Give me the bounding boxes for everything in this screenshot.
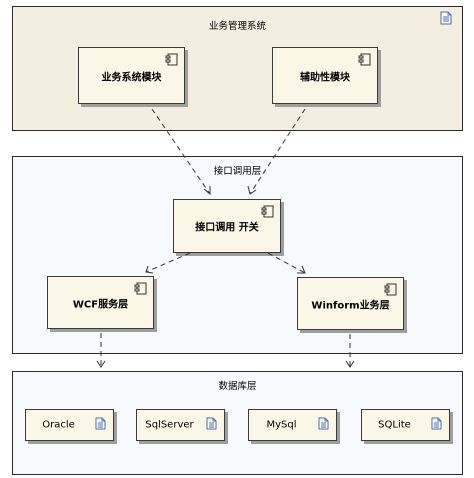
package-title: 接口调用层 [213,166,262,177]
document-icon [431,417,442,433]
component-icon [384,283,397,299]
arrowhead [96,360,106,368]
package-title: 业务管理系统 [208,21,266,32]
component-icon [165,53,178,69]
component-label: 辅助性模块 [300,72,350,83]
document-icon [206,417,217,433]
interface-switch-component[interactable]: 接口调用 开关 [173,199,281,253]
business-module-component[interactable]: 业务系统模块 [78,47,185,104]
document-icon [440,11,452,28]
database-mysql[interactable]: MySql [248,409,337,441]
component-label: 业务系统模块 [101,72,162,83]
wcf-service-component[interactable]: WCF服务层 [47,276,154,329]
component-label: Winform业务层 [311,300,390,311]
component-icon [261,205,274,221]
arrowhead [345,360,355,368]
aux-module-component[interactable]: 辅助性模块 [272,47,378,104]
database-sqlite[interactable]: SQLite [361,409,450,441]
document-icon [318,417,329,433]
database-sqlserver[interactable]: SqlServer [136,409,225,441]
component-icon [358,53,371,69]
document-icon [95,417,106,433]
database-label: MySql [266,419,297,431]
component-label: WCF服务层 [72,299,129,310]
database-label: SQLite [378,419,411,431]
component-label: 接口调用 开关 [195,222,259,234]
database-oracle[interactable]: Oracle [25,409,114,441]
database-label: Oracle [42,419,75,431]
database-label: SqlServer [145,419,194,431]
component-icon [134,282,147,298]
package-title: 数据库层 [218,381,257,392]
winform-service-component[interactable]: Winform业务层 [297,277,404,330]
